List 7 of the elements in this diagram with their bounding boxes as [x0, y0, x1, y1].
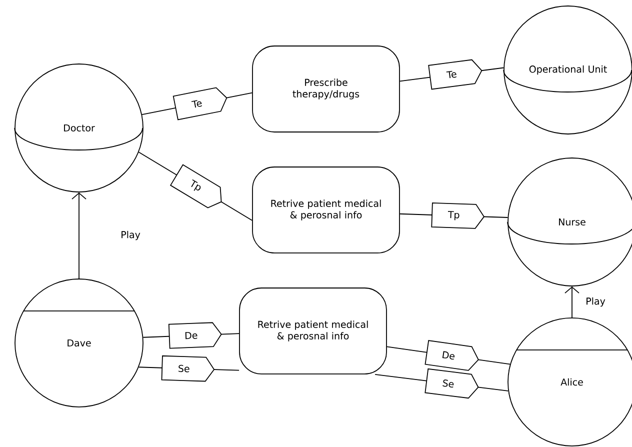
task-box: Prescribe therapy/drugs	[252, 46, 400, 132]
connector	[72, 192, 86, 279]
edge-label: Play	[586, 297, 606, 307]
task-box: Retrive patient medical & perosnal info	[252, 166, 400, 254]
connector	[564, 286, 580, 318]
task-box: Retrive patient medical & perosnal info	[239, 288, 387, 374]
edge-label: Play	[122, 230, 140, 240]
